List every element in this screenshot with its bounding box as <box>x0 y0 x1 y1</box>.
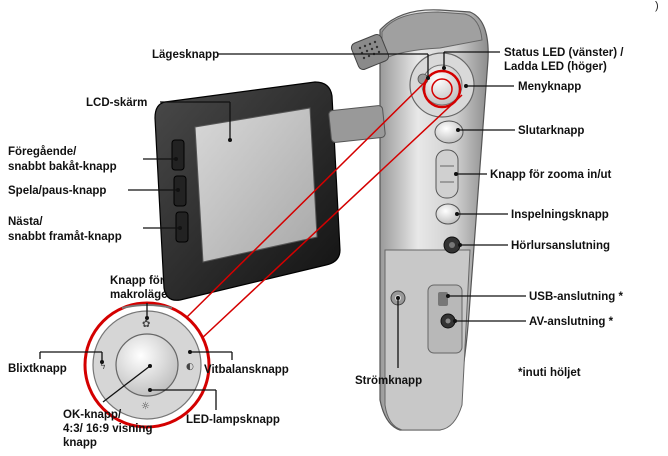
label-ok-line2: 4:3/ 16:9 visning <box>63 423 152 435</box>
label-macro-line1: Knapp för <box>110 275 165 287</box>
label-status-led-line2: Ladda LED (höger) <box>504 61 607 73</box>
label-ok-line3: knapp <box>63 437 97 449</box>
label-usb: USB-anslutning * <box>529 291 623 303</box>
label-led-lamp: LED-lampsknapp <box>186 414 280 426</box>
label-av: AV-anslutning * <box>529 316 614 328</box>
label-prev-line2: snabbt bakåt-knapp <box>8 161 117 173</box>
label-white-balance: Vitbalansknapp <box>204 364 289 376</box>
zoom-callout-lines <box>185 69 463 341</box>
side-buttons <box>434 120 464 329</box>
label-menu: Menyknapp <box>518 81 581 93</box>
label-next-line2: snabbt framåt-knapp <box>8 231 122 243</box>
label-macro-line2: makroläge <box>110 289 168 301</box>
svg-text:◐: ◐ <box>186 362 194 372</box>
svg-text:☼: ☼ <box>141 401 150 412</box>
label-status-led-line1: Status LED (vänster) / <box>504 47 624 59</box>
label-shutter: Slutarknapp <box>518 125 584 137</box>
label-prev-line1: Föregående/ <box>8 146 77 158</box>
label-headphone: Hörlursanslutning <box>511 240 610 252</box>
label-zoom: Knapp för zooma in/ut <box>490 169 612 181</box>
svg-text:✿: ✿ <box>142 319 150 330</box>
label-power: Strömknapp <box>355 375 422 387</box>
label-mode-button: Lägesknapp <box>152 49 219 61</box>
label-inside-cover: *inuti höljet <box>518 367 581 379</box>
camcorder-body <box>379 9 489 431</box>
leader-lines <box>39 51 526 410</box>
label-flash: Blixtknapp <box>8 363 67 375</box>
labels: Lägesknapp LCD-skärm Föregående/ snabbt … <box>8 47 624 449</box>
lcd-panel <box>154 81 386 301</box>
label-play-pause: Spela/paus-knapp <box>8 185 106 197</box>
header-fragment: ) <box>655 0 659 12</box>
svg-text:ϟ: ϟ <box>100 362 106 372</box>
label-record: Inspelningsknapp <box>511 209 609 221</box>
label-lcd-screen: LCD-skärm <box>86 97 147 109</box>
label-ok-line1: OK-knapp/ <box>63 409 122 421</box>
speaker-grill <box>350 34 390 70</box>
label-next-line1: Nästa/ <box>8 216 43 228</box>
